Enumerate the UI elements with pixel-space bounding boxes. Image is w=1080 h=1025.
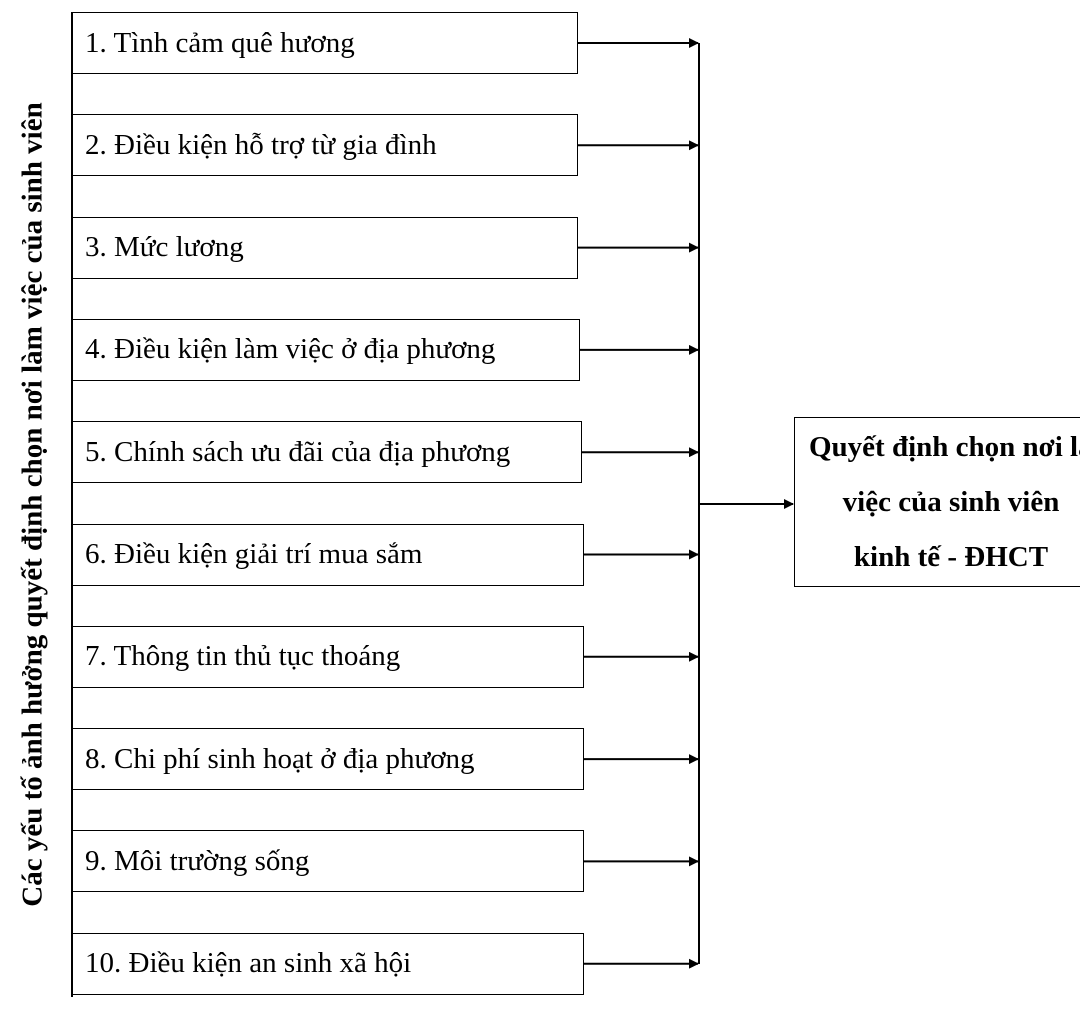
outcome-box: Quyết định chọn nơi làm việc của sinh vi… (794, 417, 1080, 587)
factor-box: 1. Tình cảm quê hương (72, 12, 578, 74)
factor-box: 7. Thông tin thủ tục thoáng (72, 625, 584, 688)
factor-box: 5. Chính sách ưu đãi của địa phương (72, 421, 582, 484)
factor-box: 2. Điều kiện hỗ trợ từ gia đình (72, 114, 578, 177)
outcome-line: kinh tế - ĐHCT (853, 541, 1049, 573)
factors-group-label-text: Các yếu tố ảnh hưởng quyết định chọn nơi… (16, 102, 49, 907)
outcome-line: Quyết định chọn nơi làm (809, 431, 1080, 463)
outcome-line: việc của sinh viên (842, 486, 1060, 518)
factor-box: 4. Điều kiện làm việc ở địa phương (72, 318, 580, 381)
factor-box: 3. Mức lương (72, 216, 578, 279)
factor-box: 6. Điều kiện giải trí mua sắm (72, 523, 584, 586)
factor-box: 9. Môi trường sống (72, 830, 584, 893)
factor-box: 10. Điều kiện an sinh xã hội (72, 932, 584, 995)
factors-group-label: Các yếu tố ảnh hưởng quyết định chọn nơi… (2, 12, 64, 997)
factor-box: 8. Chi phí sinh hoạt ở địa phương (72, 728, 584, 791)
